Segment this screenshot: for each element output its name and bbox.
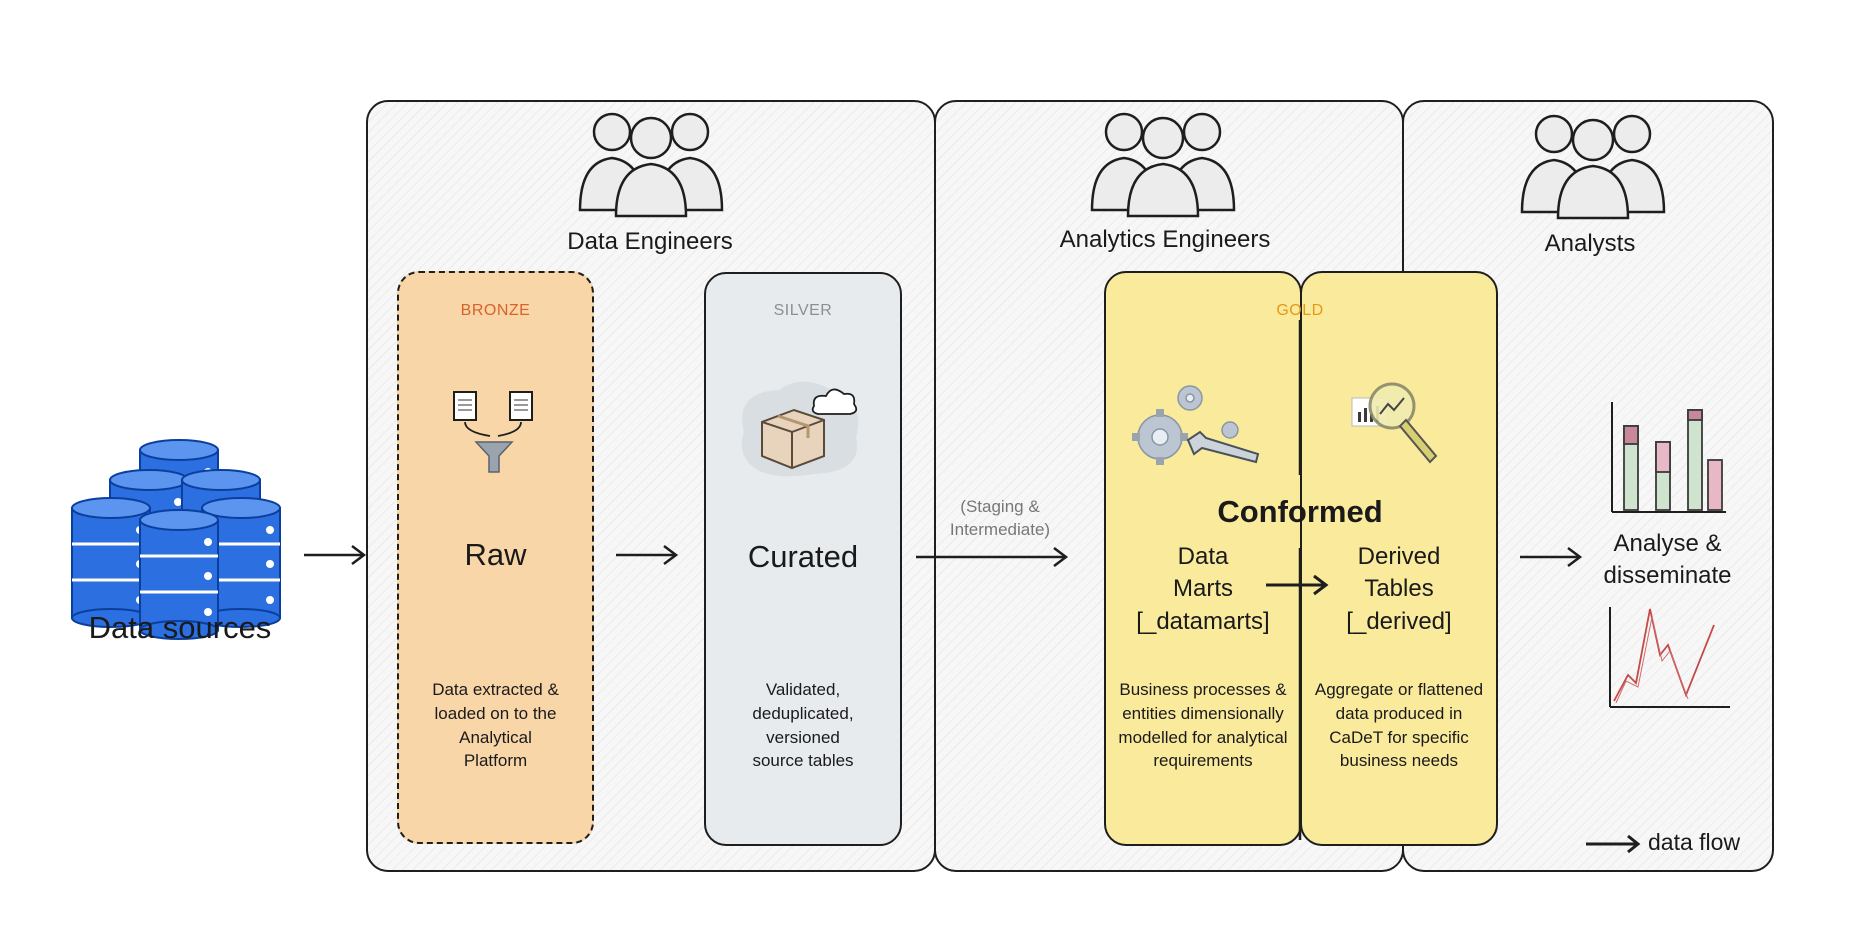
silver-description: Validated, deduplicated, versioned sourc… (704, 678, 902, 773)
magnifier-chart-icon (1351, 382, 1438, 464)
derived-desc-line: Aggregate or flattened (1314, 680, 1484, 699)
analyse-label-line: Analyse & (1613, 530, 1722, 557)
silver-desc-line: deduplicated, (752, 703, 854, 723)
line-chart-icon (1609, 607, 1730, 708)
datamarts-description: Business processes & entities dimensiona… (1104, 678, 1302, 773)
curated-title: Curated (747, 539, 859, 574)
bronze-desc-line: loaded on to the (434, 703, 557, 723)
document-merge-funnel-icon (453, 391, 533, 473)
data-engineers-people-icon (578, 112, 724, 218)
gold-derived-box (1300, 271, 1498, 846)
datamarts-title-line: [_datamarts] (1136, 607, 1270, 635)
arrow-icon (1520, 547, 1583, 567)
datamarts-desc-line: modelled for analytical (1118, 727, 1288, 747)
arrow-icon (616, 545, 679, 565)
analytics-engineers-label: Analytics Engineers (1059, 226, 1271, 253)
silver-tag: SILVER (773, 302, 833, 319)
gears-wrench-icon (1132, 385, 1260, 465)
bronze-tag: BRONZE (460, 302, 531, 319)
staging-label-line: Intermediate) (949, 519, 1051, 539)
arrow-icon (916, 547, 1069, 567)
analytics-engineers-people-icon (1090, 112, 1236, 218)
derived-title-line: [_derived] (1346, 607, 1452, 635)
database-stack-icon (70, 438, 282, 641)
bronze-desc-line: Platform (463, 751, 528, 771)
raw-title: Raw (464, 537, 527, 572)
derived-title-line: Derived (1357, 543, 1441, 570)
data-engineers-label: Data Engineers (567, 228, 733, 255)
analysts-people-icon (1520, 114, 1666, 220)
derived-title: Derived Tables [_derived] (1300, 541, 1498, 638)
analyse-label-line: disseminate (1603, 562, 1732, 590)
derived-desc-line: CaDeT for specific (1329, 727, 1469, 747)
gold-datamarts-box (1104, 271, 1302, 846)
datamarts-desc-line: entities dimensionally (1122, 703, 1284, 723)
conformed-title: Conformed (1217, 494, 1383, 529)
bronze-desc-line: Data extracted & (432, 680, 559, 699)
derived-desc-line: business needs (1339, 751, 1459, 771)
datamarts-title-line: Data (1177, 543, 1229, 570)
bronze-description: Data extracted & loaded on to the Analyt… (397, 678, 594, 773)
datamarts-desc-line: requirements (1153, 751, 1253, 771)
arrow-icon (304, 545, 367, 565)
bar-chart-icon (1611, 402, 1726, 513)
data-sources-label: Data sources (88, 610, 272, 645)
silver-desc-line: Validated, (765, 680, 841, 699)
derived-desc-line: data produced in (1335, 703, 1463, 723)
analyse-disseminate-label: Analyse & disseminate (1575, 528, 1760, 593)
derived-description: Aggregate or flattened data produced in … (1300, 678, 1498, 773)
staging-label-line: (Staging & (960, 497, 1040, 516)
staging-intermediate-label: (Staging & Intermediate) (930, 496, 1070, 542)
datamarts-title-line: Marts (1173, 575, 1233, 603)
bronze-layer-box (397, 271, 594, 844)
analysts-label: Analysts (1544, 230, 1636, 257)
gold-tag: GOLD (1276, 302, 1324, 319)
legend-arrow-icon (1586, 834, 1641, 854)
legend-label: data flow (1648, 829, 1741, 855)
package-cloud-icon (741, 381, 859, 477)
datamarts-desc-line: Business processes & (1119, 680, 1287, 699)
derived-title-line: Tables (1364, 575, 1434, 603)
gold-divider (1298, 320, 1302, 840)
silver-desc-line: source tables (752, 751, 854, 771)
arrow-icon (1266, 574, 1329, 596)
datamarts-title: Data Marts [_datamarts] (1104, 541, 1302, 638)
silver-layer-box (704, 272, 902, 846)
bronze-desc-line: Analytical (459, 727, 532, 747)
silver-desc-line: versioned (766, 727, 840, 747)
